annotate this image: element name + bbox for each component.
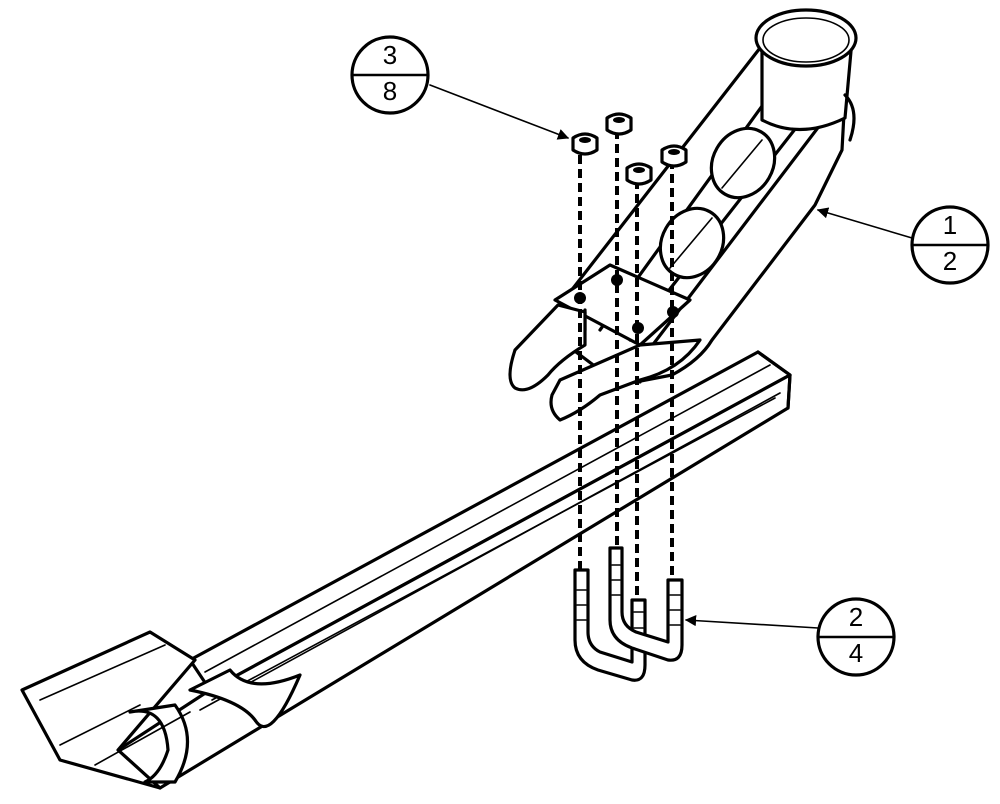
- balloon-part-1: 1 2: [910, 205, 990, 285]
- hex-nuts: [571, 112, 688, 186]
- nut: [625, 162, 653, 186]
- balloon-part-3: 3 8: [350, 35, 430, 115]
- assembly-centerlines: [578, 130, 674, 600]
- balloon-part-2: 2 4: [816, 597, 896, 677]
- balloon-bottom-number: 4: [849, 638, 863, 668]
- nut: [660, 144, 688, 168]
- nut: [605, 112, 633, 136]
- balloon-top-number: 1: [943, 210, 957, 240]
- nut: [571, 132, 599, 156]
- balloon-bottom-number: 2: [943, 246, 957, 276]
- u-bolts: [573, 546, 684, 682]
- mount-bracket: [508, 8, 858, 422]
- balloon-top-number: 3: [383, 40, 397, 70]
- square-tube-beam: [20, 350, 792, 790]
- balloon-bottom-number: 8: [383, 76, 397, 106]
- leader-lines: [429, 84, 913, 629]
- balloon-top-number: 2: [849, 602, 863, 632]
